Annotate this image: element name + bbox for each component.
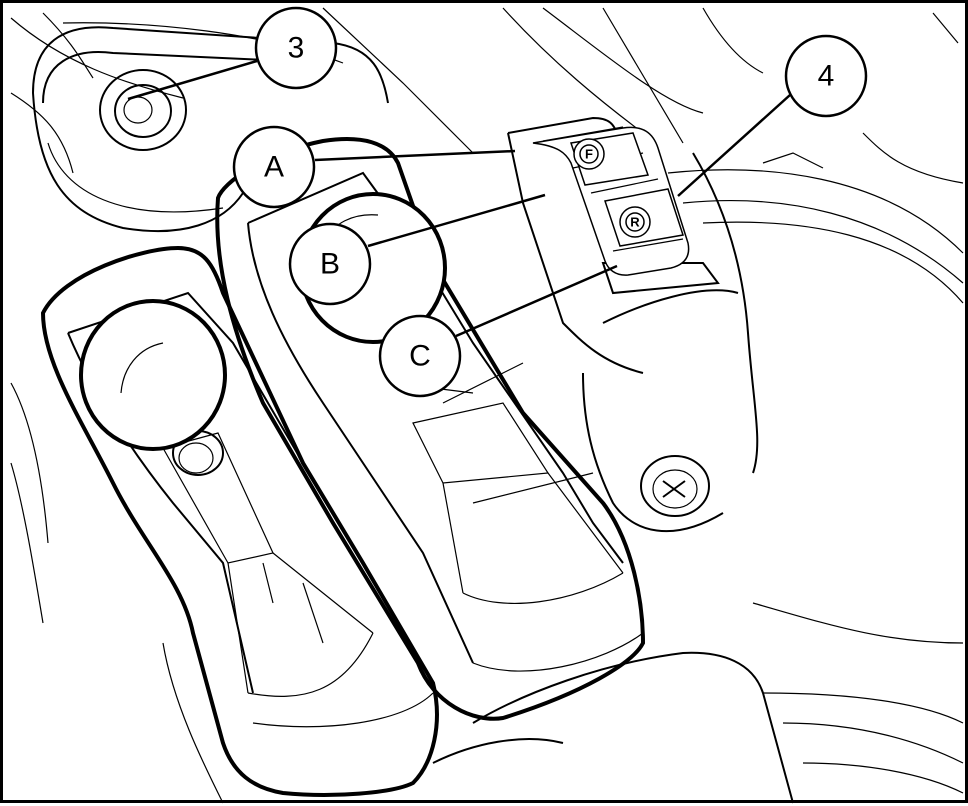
svg-text:3: 3 xyxy=(288,32,305,65)
forward-switch[interactable]: F xyxy=(570,132,650,186)
svg-text:A: A xyxy=(264,151,284,184)
reverse-switch[interactable]: R xyxy=(604,188,684,247)
callout-3: 3 xyxy=(254,6,338,90)
svg-text:4: 4 xyxy=(818,60,835,93)
switch-housing xyxy=(507,116,759,533)
left-lever-console xyxy=(40,245,439,797)
reverse-label: R xyxy=(630,215,640,230)
lower-right-panel xyxy=(432,651,794,804)
leader-lines xyxy=(127,59,791,338)
callout-c: C xyxy=(378,314,462,398)
left-upper-panel xyxy=(32,26,389,232)
callout-a: A xyxy=(232,125,316,209)
console-illustration: F R xyxy=(10,6,964,804)
rocker-switch-panel: F R xyxy=(532,126,690,276)
svg-text:C: C xyxy=(409,340,431,373)
center-lever-console xyxy=(215,137,646,721)
callout-4: 4 xyxy=(784,34,868,118)
callout-b: B xyxy=(288,222,372,306)
forward-label: F xyxy=(585,147,593,162)
svg-text:B: B xyxy=(320,248,340,281)
